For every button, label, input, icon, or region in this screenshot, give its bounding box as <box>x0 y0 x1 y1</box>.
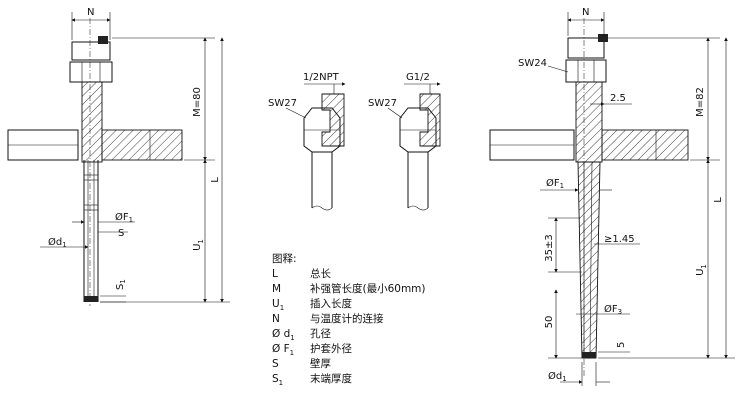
svg-text:Ø F1: Ø F1 <box>272 343 294 357</box>
legend: 图释: L 总长 M 补强管长度(最小60mm) U1 插入长度 N 与温度计的… <box>272 252 426 387</box>
right-tip <box>582 352 596 358</box>
g-thread-label: G1/2 <box>406 72 430 83</box>
right-dim-wall: 2.5 <box>610 93 626 104</box>
legend-item: L 总长 <box>272 267 331 280</box>
left-dim-m: M=80 <box>192 87 203 117</box>
legend-item: S1 末端厚度 <box>272 372 352 387</box>
left-dim-l: L <box>210 177 221 183</box>
right-hex-nut <box>565 59 607 83</box>
left-hex-top <box>71 41 111 61</box>
right-dim-f1: ØF1 <box>546 177 564 190</box>
svg-text:末端厚度: 末端厚度 <box>310 372 352 385</box>
g-threaded-body <box>419 93 441 147</box>
left-hex-nut <box>69 61 113 83</box>
right-dim-d: Ød1 <box>548 370 567 383</box>
left-dim-s: S <box>118 228 124 239</box>
right-dim-5: 5 <box>616 342 627 348</box>
right-dim-l: L <box>713 197 724 203</box>
legend-item: N 与温度计的连接 <box>272 312 384 325</box>
left-dim-u: U1 <box>192 239 205 251</box>
left-tip <box>84 296 98 302</box>
svg-text:U1: U1 <box>272 298 284 312</box>
left-flange-right <box>101 129 183 161</box>
left-thermowell-drawing: N M=80 L U1 ØF1 S Ød1 S1 <box>7 7 230 306</box>
left-dim-n: N <box>87 7 94 18</box>
legend-item: Ø d1 孔径 <box>272 327 331 342</box>
npt-thread-label: 1/2NPT <box>303 72 340 83</box>
left-dim-d: Ød1 <box>48 236 67 249</box>
left-dim-s1: S1 <box>115 279 127 290</box>
svg-text:S1: S1 <box>272 373 283 387</box>
right-wrench-label: SW24 <box>518 58 547 69</box>
right-tapered-stem <box>577 161 601 359</box>
legend-title: 图释: <box>272 252 297 265</box>
right-thermowell-drawing: N SW24 M=82 L U1 2.5 ØF1 35±3 ≥1.45 <box>489 7 735 386</box>
left-dim-f: ØF1 <box>115 211 133 224</box>
right-seal <box>598 34 608 42</box>
svg-text:与温度计的连接: 与温度计的连接 <box>310 312 384 325</box>
legend-item: M 补强管长度(最小60mm) <box>272 282 426 295</box>
svg-text:S: S <box>272 358 279 370</box>
g-wrench-label: SW27 <box>368 98 397 109</box>
left-seal <box>98 36 108 44</box>
right-dim-min-wall: ≥1.45 <box>604 234 635 245</box>
right-dim-u: U1 <box>695 264 708 276</box>
svg-text:Ø d1: Ø d1 <box>272 328 295 342</box>
svg-text:孔径: 孔径 <box>310 327 331 340</box>
svg-text:壁厚: 壁厚 <box>310 357 331 370</box>
svg-text:L: L <box>272 268 278 280</box>
legend-item: Ø F1 护套外径 <box>272 342 352 357</box>
npt-threaded-body <box>321 93 345 147</box>
npt-wrench-label: SW27 <box>268 98 297 109</box>
right-dim-m: M=82 <box>695 87 706 117</box>
right-dim-50: 50 <box>544 316 555 329</box>
svg-text:N: N <box>272 313 280 325</box>
svg-text:M: M <box>272 283 281 295</box>
right-reinforcing-tube <box>575 81 603 163</box>
svg-text:护套外径: 护套外径 <box>310 342 352 355</box>
right-flange-right <box>601 129 689 161</box>
npt-connection-drawing: 1/2NPT SW27 <box>268 72 346 211</box>
g-connection-drawing: G1/2 SW27 <box>368 72 441 211</box>
left-reinforcing-tube <box>81 81 103 163</box>
right-dim-n: N <box>582 7 589 18</box>
legend-item: S 壁厚 <box>272 357 331 370</box>
right-dim-f3: ØF3 <box>604 303 622 316</box>
svg-text:插入长度: 插入长度 <box>310 297 352 310</box>
right-dim-taper: 35±3 <box>544 234 555 261</box>
svg-text:总长: 总长 <box>310 267 331 280</box>
right-hex-top <box>567 37 605 59</box>
legend-item: U1 插入长度 <box>272 297 352 312</box>
svg-text:补强管长度(最小60mm): 补强管长度(最小60mm) <box>310 282 426 295</box>
